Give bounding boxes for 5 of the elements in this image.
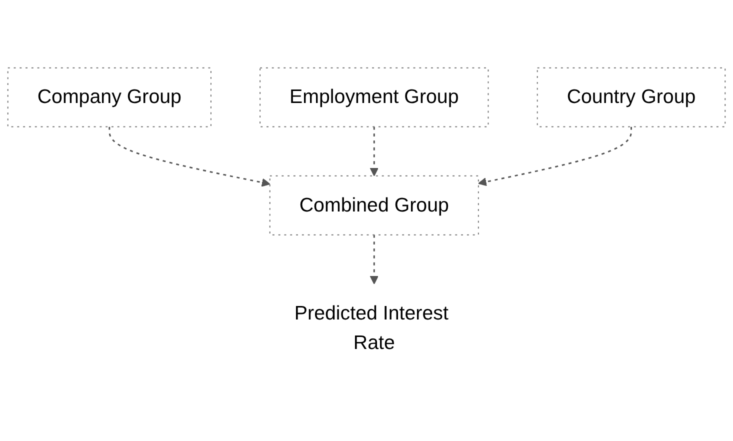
arrow: [370, 235, 378, 285]
arrow: [108, 127, 270, 188]
arrow: [478, 127, 632, 186]
arrow: [370, 127, 378, 177]
node-text: Predicted Interest Rate: [294, 303, 448, 354]
